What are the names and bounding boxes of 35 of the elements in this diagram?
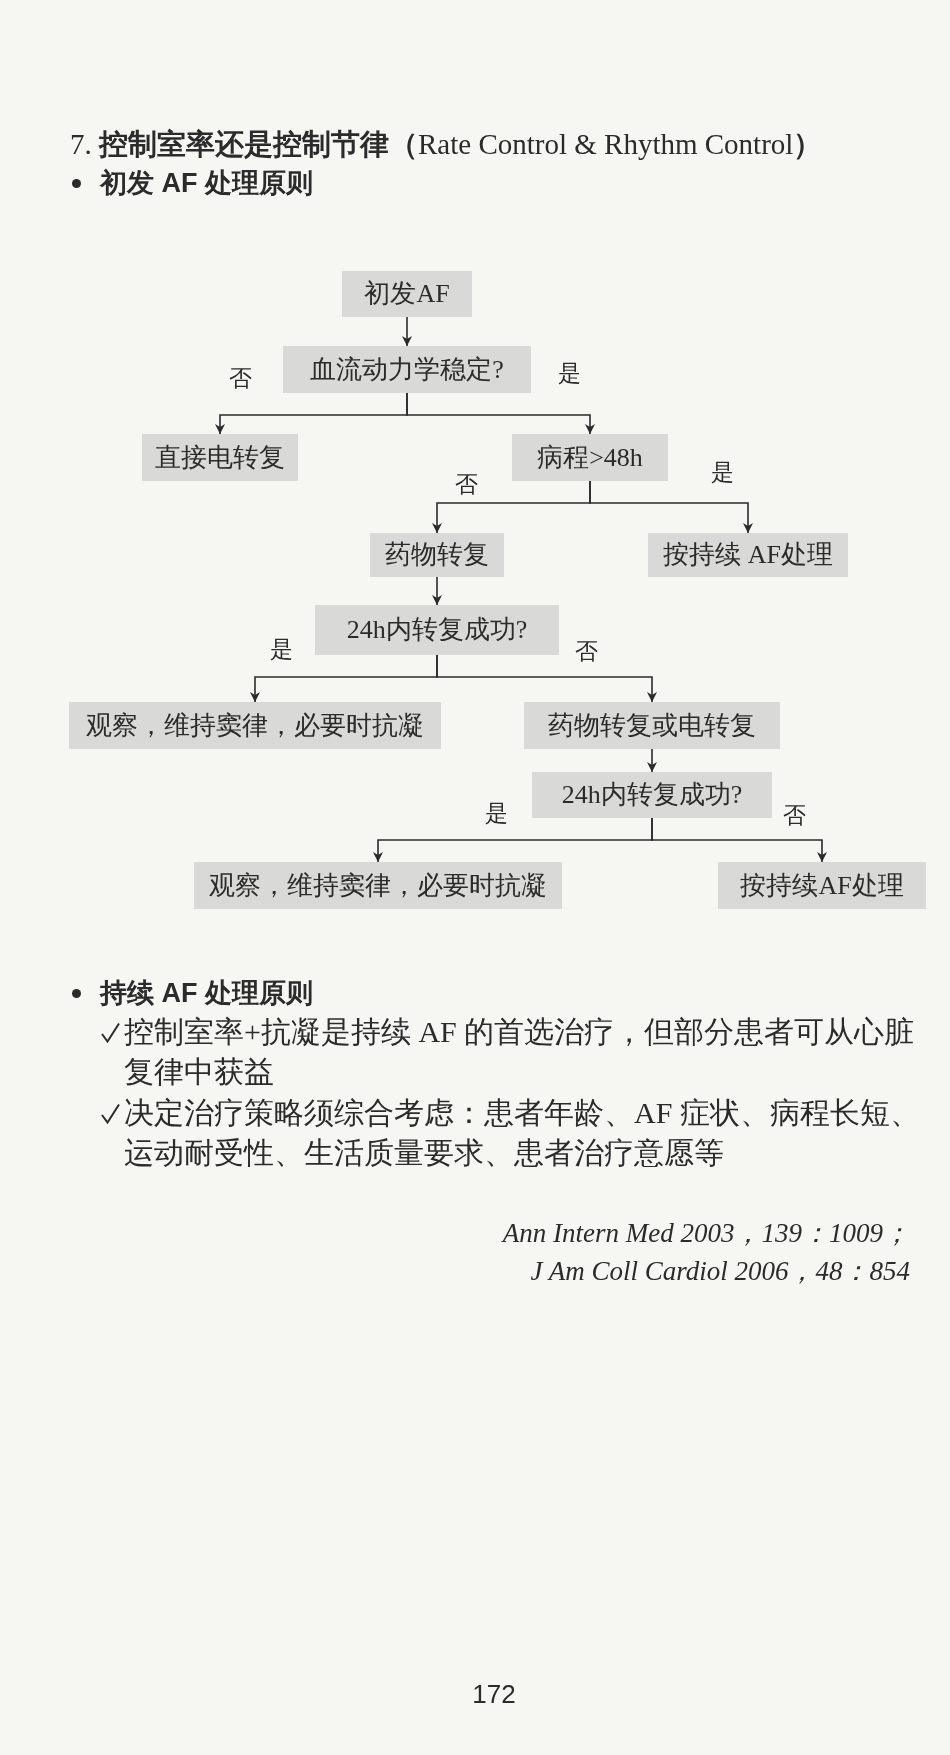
process-box: 药物转复	[370, 533, 504, 577]
process-box: 血流动力学稳定?	[283, 346, 531, 393]
process-box: 直接电转复	[142, 434, 298, 481]
process-box: 按持续AF处理	[718, 862, 926, 909]
process-box: 24h内转复成功?	[532, 772, 772, 818]
page-title: 7. 控制室率还是控制节律（Rate Control & Rhythm Control）	[70, 127, 823, 161]
arrow	[647, 748, 657, 773]
list-item-text: 决定治疗策略须综合考虑：患者年龄、AF 症状、病程长短、运动耐受性、生活质量要求、患者治疗意愿等	[124, 1095, 921, 1171]
citation-text: J Am Coll Cardiol 2006，48：854	[530, 1255, 910, 1287]
process-box: 药物转复或电转复	[524, 702, 780, 749]
arrow	[589, 480, 753, 534]
edge-label: 是	[269, 635, 293, 663]
list-item-text: 控制室率+抗凝是持续 AF 的首选治疗，但部分患者可从心脏复律中获益	[124, 1014, 916, 1090]
citation-text: Ann Intern Med 2003，139：1009；	[502, 1217, 910, 1249]
process-box: 观察，维持窦律，必要时抗凝	[69, 702, 441, 749]
edge-label: 是	[484, 799, 508, 827]
page-number: 172	[472, 1679, 516, 1709]
edge-label: 否	[454, 470, 478, 498]
process-box: 病程>48h	[512, 434, 668, 481]
edge-label: 否	[782, 801, 806, 829]
edge-label: 是	[557, 359, 581, 387]
process-box: 观察，维持窦律，必要时抗凝	[194, 862, 562, 909]
arrow	[651, 817, 827, 863]
section-heading: 初发 AF 处理原则	[100, 167, 313, 199]
process-box: 24h内转复成功?	[315, 605, 559, 655]
edge-label: 否	[574, 637, 598, 665]
process-box: 初发AF	[342, 271, 472, 317]
arrow	[436, 654, 657, 703]
section-heading: 持续 AF 处理原则	[100, 977, 313, 1009]
arrow	[432, 576, 442, 606]
arrow	[402, 316, 412, 347]
edge-label: 是	[710, 458, 734, 486]
process-box: 按持续 AF处理	[648, 533, 848, 577]
edge-label: 否	[228, 364, 252, 392]
arrow	[406, 392, 595, 435]
